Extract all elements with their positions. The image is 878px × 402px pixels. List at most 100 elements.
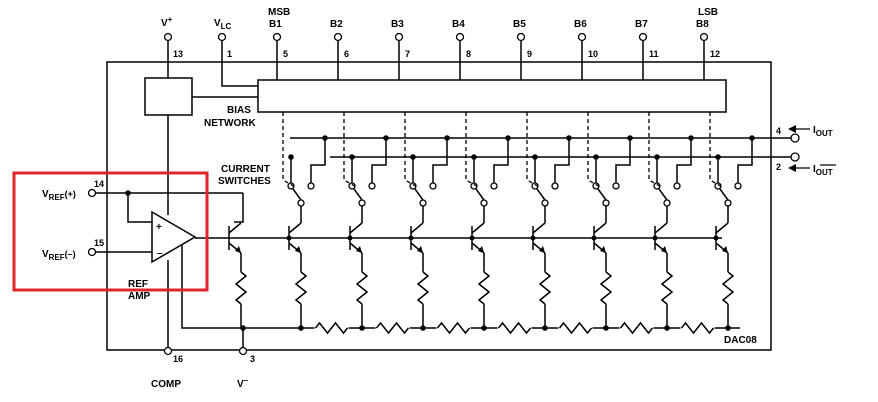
bit-pin-number: 8 [466, 49, 471, 59]
emitter-arrow [722, 246, 728, 253]
switch-contact-b [673, 182, 681, 190]
bit-label: B2 [330, 19, 343, 30]
switch-blade [292, 188, 302, 201]
bit-slice [228, 222, 248, 328]
bias-label-2: NETWORK [204, 118, 256, 129]
emitter-arrow [600, 246, 606, 253]
reference-bias-block [144, 77, 193, 116]
bit-pin-number: 6 [344, 49, 349, 59]
emitter-arrow [235, 246, 241, 253]
vrefm-label: VREF(–) [42, 249, 76, 262]
switch-contact-b [307, 182, 315, 190]
vminus-pin: 3 V– [237, 325, 255, 390]
svg-text:3: 3 [250, 354, 255, 364]
bit-slices [228, 112, 755, 331]
vrefp-pin-number: 14 [94, 179, 104, 189]
svg-text:–: – [157, 248, 163, 259]
ladder-resistor [375, 321, 410, 335]
switch-to-iout [493, 138, 509, 183]
svg-text:+: + [156, 222, 162, 233]
switch-to-iout [676, 138, 692, 183]
iout-node [322, 135, 328, 141]
switch-blade [536, 188, 546, 201]
ioutb-node [715, 154, 721, 160]
current-switches-label-1: CURRENT [221, 164, 270, 175]
chip-outline [106, 61, 772, 351]
iout-node [505, 135, 511, 141]
emitter-resistor [660, 271, 674, 305]
transistor-collector [288, 222, 302, 234]
transistor-collector [471, 222, 485, 234]
switch-contact-b [612, 182, 620, 190]
svg-text:V+: V+ [161, 15, 173, 29]
iout-node [444, 135, 450, 141]
reference-amplifier: + – REF AMP [87, 188, 740, 356]
ladder-resistor [558, 321, 593, 335]
comp-label: COMP [151, 379, 181, 390]
switch-common [663, 199, 671, 207]
current-switches-label-2: SWITCHES [218, 176, 271, 187]
transistor-collector [593, 222, 607, 234]
bit-pin-number: 11 [649, 49, 659, 59]
bit-label: B8 [696, 19, 709, 30]
ioutb-node [593, 154, 599, 160]
emitter-arrow [539, 246, 545, 253]
switch-to-iout [432, 138, 448, 183]
switch-contact-b [368, 182, 376, 190]
bit-pin-number: 9 [527, 49, 532, 59]
svg-text:13: 13 [173, 49, 183, 59]
iout-node [688, 135, 694, 141]
bit-slice [526, 112, 572, 331]
bit-slice [465, 112, 511, 331]
ladder-resistor [680, 321, 715, 335]
comp-pin-number: 16 [173, 354, 183, 364]
msb-label: MSB [268, 7, 290, 18]
switch-common [724, 199, 732, 207]
highlight-box [12, 171, 209, 292]
svg-text:V–: V– [237, 376, 249, 390]
switch-blade [475, 188, 485, 201]
switch-to-iout [615, 138, 631, 183]
emitter-arrow [295, 246, 301, 253]
ladder-resistor [497, 321, 532, 335]
switch-contact-b [734, 182, 742, 190]
bit-label: B5 [513, 19, 526, 30]
svg-text:VLC: VLC [214, 18, 232, 31]
svg-text:IOUT: IOUT [813, 125, 833, 138]
switch-common [297, 199, 305, 207]
transistor-collector [532, 222, 546, 234]
emitter-resistor [355, 271, 369, 305]
ioutb-node [410, 154, 416, 160]
ioutb-node [471, 154, 477, 160]
bit-slice [343, 112, 389, 331]
svg-text:2: 2 [776, 162, 781, 172]
svg-text:REF: REF [128, 279, 148, 290]
emitter-resistor [294, 271, 308, 305]
ioutb-node [532, 154, 538, 160]
vrefm-pin-number: 15 [94, 238, 104, 248]
switch-common [602, 199, 610, 207]
emitter-arrow [478, 246, 484, 253]
vlc-pin: VLC 1 [214, 18, 258, 87]
ioutb-node [288, 154, 294, 160]
lsb-label: LSB [698, 7, 718, 18]
switch-contact-b [490, 182, 498, 190]
bit-label: B4 [452, 19, 465, 30]
switch-common [419, 199, 427, 207]
switch-common [541, 199, 549, 207]
emitter-resistor [416, 271, 430, 305]
r2r-ladder [314, 321, 715, 335]
svg-text:IOUT: IOUT [813, 164, 833, 177]
ladder-resistor [314, 321, 349, 335]
bit-terminal [577, 32, 587, 42]
switch-common [480, 199, 488, 207]
bit-slice [404, 112, 450, 331]
transistor-collector [654, 222, 668, 234]
svg-text:1: 1 [227, 49, 232, 59]
switch-blade [597, 188, 607, 201]
switch-blade [353, 188, 363, 201]
switch-control [709, 112, 725, 189]
bit-pin-number: 7 [405, 49, 410, 59]
svg-text:4: 4 [776, 126, 781, 136]
vplus-pin: V+ 13 [161, 15, 183, 78]
